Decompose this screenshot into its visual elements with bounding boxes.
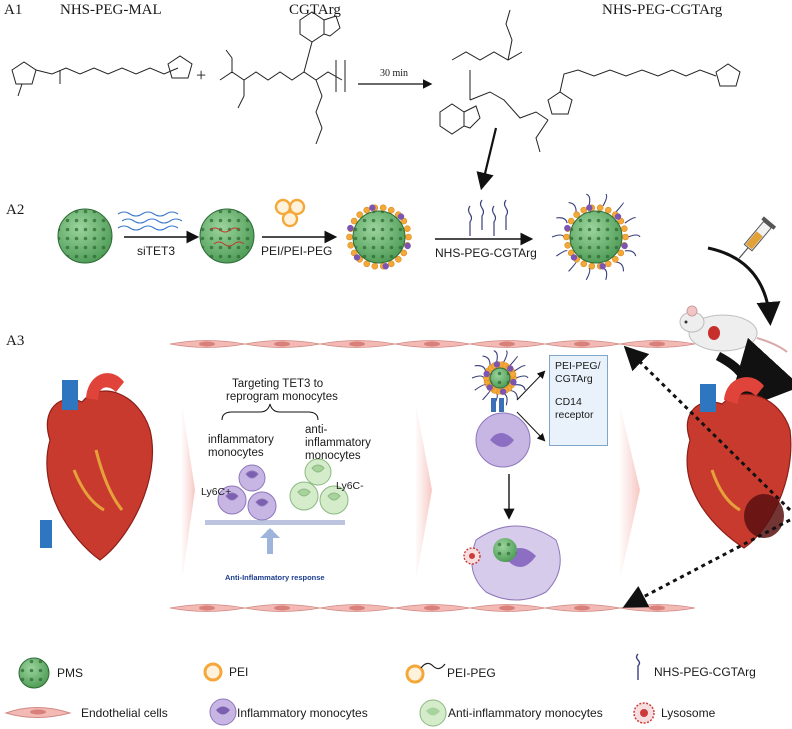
reactant1-title: NHS-PEG-MAL xyxy=(60,2,162,18)
reaction-condition: 30 min xyxy=(380,68,409,79)
legend-label-nhs-peg-cgtarg: NHS-PEG-CGTArg xyxy=(654,665,756,679)
endothelial-cell-icon xyxy=(4,707,72,718)
legend-label-pei: PEI xyxy=(229,665,249,679)
pei-cluster-icon xyxy=(274,198,306,228)
beam-left xyxy=(182,405,195,580)
final-nanoparticle xyxy=(551,193,641,281)
healthy-heart-icon xyxy=(40,373,154,561)
nhs-peg-cgtarg-icon xyxy=(635,653,641,680)
anti-label-1: anti- xyxy=(305,424,328,436)
circulation-arrow-up xyxy=(623,345,792,512)
anti-inflammatory-monocyte-icon xyxy=(419,699,447,727)
inject-arrow xyxy=(707,246,781,326)
nhs-peg-cgtarg-structure xyxy=(439,9,741,153)
particle-binding-receptor xyxy=(471,350,529,406)
targeting-brace xyxy=(221,403,319,421)
info-box-line2: CGTArg xyxy=(555,373,593,385)
pms-loaded-sphere xyxy=(199,208,255,264)
legend-label-pms: PMS xyxy=(57,666,84,680)
product-title: NHS-PEG-CGTArg xyxy=(602,2,723,18)
pointer-peg-arrow xyxy=(516,370,546,401)
pei-peg-icon xyxy=(405,662,446,684)
pms-bare-sphere xyxy=(57,208,113,264)
info-box-line3: CD14 xyxy=(555,396,582,408)
info-box-line4: receptor xyxy=(555,409,594,421)
legend-label-inflammatory: Inflammatory monocytes xyxy=(237,706,368,720)
section-label-a1: A1 xyxy=(4,2,23,18)
step-conjugate-label: NHS-PEG-CGTArg xyxy=(435,246,537,260)
beam-right xyxy=(620,405,640,580)
circulation-arrow-down xyxy=(622,518,791,608)
ly6c-negative-label: Ly6C- xyxy=(336,480,364,492)
section-label-a2: A2 xyxy=(6,202,25,218)
sirna-waves-icon xyxy=(117,211,183,231)
targeting-title-line1: Targeting TET3 to xyxy=(232,378,324,390)
anti-label-2: inflammatory xyxy=(305,437,371,449)
pei-coated-particle xyxy=(346,204,412,270)
syringe-icon xyxy=(738,216,777,259)
balance-beam xyxy=(205,520,345,525)
plus-sign: + xyxy=(196,65,207,85)
product-to-step-arrow xyxy=(476,127,498,191)
lysosome-in-cell xyxy=(463,547,481,565)
inflammatory-monocyte-group xyxy=(217,464,277,521)
cgtarg-structure xyxy=(219,11,346,145)
step-pei-label: PEI/PEI-PEG xyxy=(261,244,333,258)
pointer-cd14-arrow xyxy=(516,411,546,442)
anti-inflammatory-monocyte-group xyxy=(289,458,349,515)
cd14-receptor-icon xyxy=(491,398,504,412)
vessel-wall-top xyxy=(169,340,696,348)
targeting-title-line2: reprogram monocytes xyxy=(226,391,338,403)
pms-sphere-icon xyxy=(18,657,50,689)
nhs-peg-mal-structure xyxy=(11,55,193,97)
info-box-line1: PEI-PEG/ xyxy=(555,360,601,372)
ly6c-positive-label: Ly6C+ xyxy=(201,486,232,498)
inflammatory-monocyte-icon xyxy=(209,698,237,726)
response-arrow-head xyxy=(260,528,280,538)
info-box: PEI-PEG/ CGTArg CD14 receptor xyxy=(549,355,608,446)
infarcted-heart-icon xyxy=(686,377,792,549)
mouse-icon xyxy=(679,305,788,353)
legend-label-endothelial: Endothelial cells xyxy=(81,706,168,720)
legend-label-lysosome: Lysosome xyxy=(661,706,716,720)
beam-mid xyxy=(416,405,432,580)
section-label-a3: A3 xyxy=(6,333,25,349)
legend-label-pei-peg: PEI-PEG xyxy=(447,666,496,680)
reactant2-title: CGTArg xyxy=(289,2,341,18)
inflammatory-label-2: monocytes xyxy=(208,447,264,459)
lysosome-icon xyxy=(633,702,655,724)
anti-inflammatory-response-label: Anti-Inflammatory response xyxy=(225,573,325,582)
nhs-peg-cgtarg-chains-icon xyxy=(467,199,509,236)
anti-label-3: monocytes xyxy=(305,450,361,462)
inflammatory-label-1: inflammatory xyxy=(208,434,274,446)
target-monocyte xyxy=(475,412,531,468)
vessel-wall-bottom xyxy=(169,604,696,612)
internalizing-monocyte xyxy=(471,525,561,601)
step-sirna-label: siTET3 xyxy=(137,244,176,258)
legend-label-anti-inflammatory: Anti-inflammatory monocytes xyxy=(448,706,603,720)
pei-ring-icon xyxy=(203,662,223,682)
